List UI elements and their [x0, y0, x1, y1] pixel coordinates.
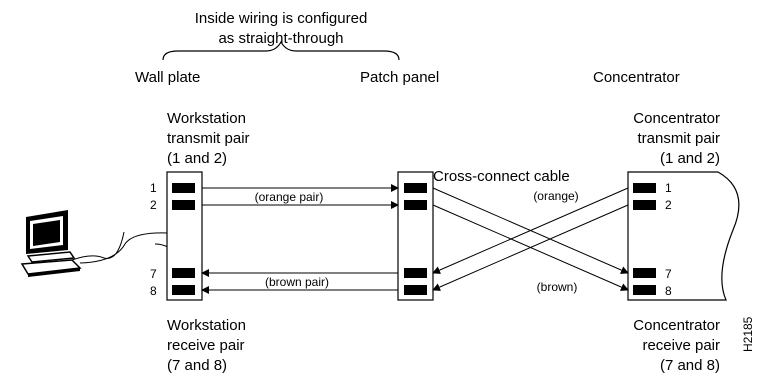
- ws-receive-line-1: Workstation: [167, 317, 246, 334]
- right-pin-7-label: 7: [665, 267, 672, 281]
- orange-label: (orange): [533, 189, 578, 203]
- conc-receive-line-1: Concentrator: [633, 317, 720, 334]
- wall-plate-label: Wall plate: [135, 69, 200, 86]
- ws-transmit-line-3: (1 and 2): [167, 150, 227, 167]
- wall-plate-pin-7: [172, 268, 195, 278]
- concentrator-pin-8: [633, 285, 656, 295]
- patch-panel-pin-2: [404, 200, 427, 210]
- patch-panel: [397, 171, 434, 301]
- ws-receive-line-2: receive pair: [167, 337, 245, 354]
- header-line-2: as straight-through: [218, 30, 343, 47]
- orange-label-bg: [527, 189, 585, 202]
- figure-id: H2185: [741, 316, 755, 352]
- brown-pair-label: (brown pair): [265, 275, 329, 289]
- patch-panel-pin-8: [404, 285, 427, 295]
- wall-plate-pin-1: [172, 183, 195, 193]
- inside-wiring: [201, 184, 399, 294]
- brown-label-bg: [530, 280, 584, 293]
- brown-label: (brown): [537, 280, 578, 294]
- left-pin-8-label: 8: [150, 284, 157, 298]
- orange-pair-label-bg: [246, 190, 332, 203]
- concentrator-pin-2: [633, 200, 656, 210]
- wall-plate: [166, 171, 203, 301]
- left-pin-2-label: 2: [150, 198, 157, 212]
- right-pin-2-label: 2: [665, 198, 672, 212]
- patch-panel-label: Patch panel: [360, 69, 439, 86]
- ws-receive-line-3: (7 and 8): [167, 357, 227, 374]
- ws-transmit-line-2: transmit pair: [167, 130, 250, 147]
- left-pin-1-label: 1: [150, 181, 157, 195]
- concentrator-label: Concentrator: [593, 69, 680, 86]
- conc-receive-line-2: receive pair: [642, 337, 720, 354]
- concentrator-pin-7: [633, 268, 656, 278]
- conc-receive-line-3: (7 and 8): [660, 357, 720, 374]
- patch-panel-pin-7: [404, 268, 427, 278]
- conc-transmit-line-2: transmit pair: [637, 130, 720, 147]
- straight-through-brace: [162, 40, 400, 61]
- orange-pair-label: (orange pair): [255, 190, 324, 204]
- header-line-1: Inside wiring is configured: [195, 10, 368, 27]
- left-pin-7-label: 7: [150, 267, 157, 281]
- conc-transmit-line-1: Concentrator: [633, 110, 720, 127]
- patch-panel-pin-1: [404, 183, 427, 193]
- conc-transmit-line-3: (1 and 2): [660, 150, 720, 167]
- brown-pair-label-bg: [256, 275, 338, 288]
- ws-transmit-line-1: Workstation: [167, 110, 246, 127]
- right-pin-8-label: 8: [665, 284, 672, 298]
- cross-connect-wiring: [432, 187, 629, 291]
- wall-plate-pin-8: [172, 285, 195, 295]
- wall-plate-pin-2: [172, 200, 195, 210]
- right-pin-1-label: 1: [665, 181, 672, 195]
- concentrator-pin-1: [633, 183, 656, 193]
- cross-connect-label: Cross-connect cable: [433, 168, 570, 185]
